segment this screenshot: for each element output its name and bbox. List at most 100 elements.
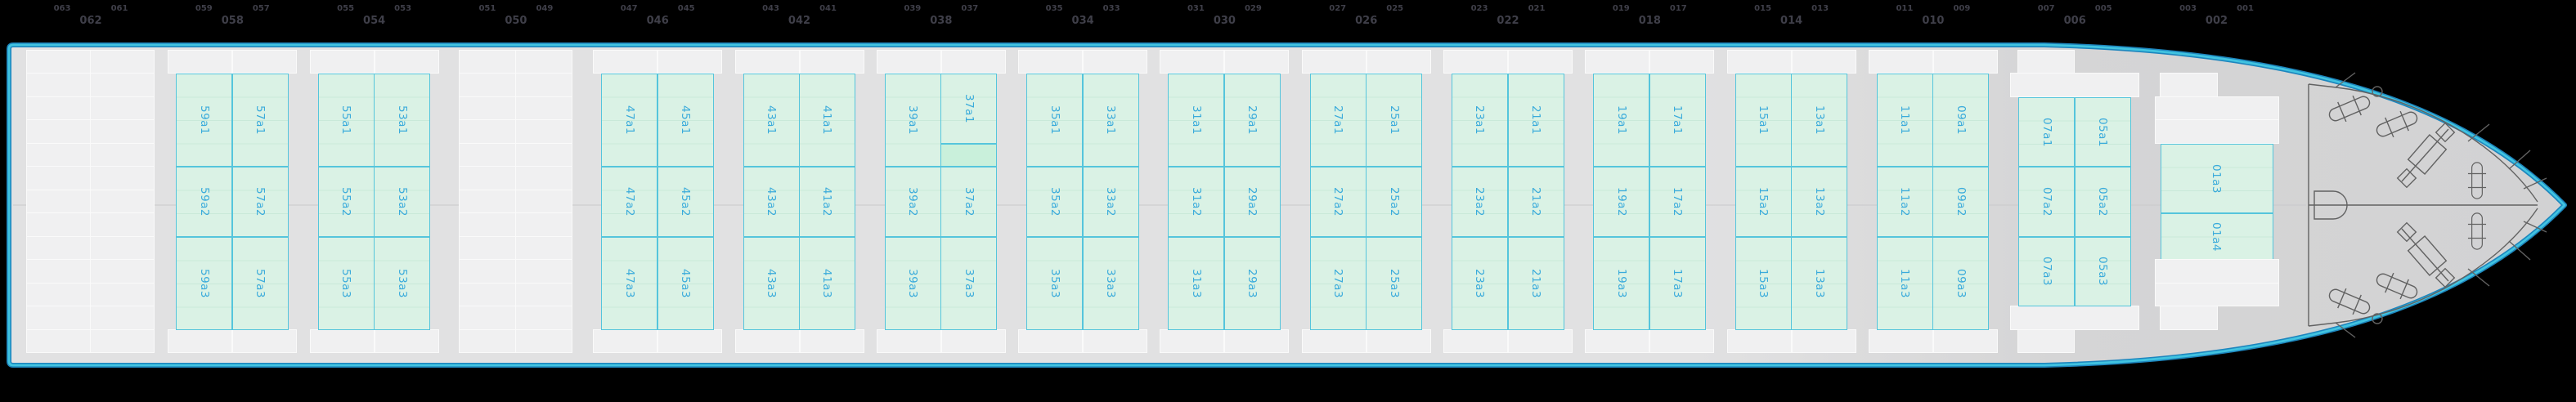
deck-cell[interactable]	[1585, 49, 1650, 74]
slot-45a3[interactable]: 45a3	[657, 236, 714, 330]
slot-19a3[interactable]: 19a3	[1593, 236, 1650, 330]
slot-57a1[interactable]: 57a1	[231, 74, 289, 168]
deck-cell[interactable]	[514, 259, 572, 284]
slot-29a2[interactable]: 29a2	[1223, 167, 1281, 237]
deck-cell[interactable]	[458, 119, 516, 144]
slot-13a2[interactable]: 13a2	[1791, 167, 1848, 237]
slot-23a3[interactable]: 23a3	[1452, 236, 1508, 330]
deck-cell[interactable]	[1868, 49, 1933, 74]
slot-21a3[interactable]: 21a3	[1507, 236, 1564, 330]
slot-59a1[interactable]: 59a1	[176, 74, 233, 168]
deck-cell[interactable]	[1366, 49, 1431, 74]
deck-cell[interactable]	[90, 282, 155, 307]
deck-cell[interactable]	[26, 73, 91, 97]
slot-highlight-cell[interactable]	[940, 143, 998, 168]
deck-cell[interactable]	[458, 328, 516, 354]
deck-cell[interactable]	[514, 212, 572, 237]
slot-13a3[interactable]: 13a3	[1791, 236, 1848, 330]
deck-cell[interactable]	[1791, 328, 1856, 354]
deck-cell[interactable]	[1301, 49, 1367, 74]
deck-cell[interactable]	[1083, 328, 1148, 354]
deck-cell[interactable]	[940, 328, 1006, 354]
deck-cell[interactable]	[1585, 328, 1650, 354]
deck-cell[interactable]	[90, 189, 155, 214]
slot-11a3[interactable]: 11a3	[1876, 236, 1933, 330]
deck-cell[interactable]	[2154, 119, 2279, 144]
slot-11a2[interactable]: 11a2	[1876, 167, 1933, 237]
deck-cell[interactable]	[514, 306, 572, 330]
slot-31a3[interactable]: 31a3	[1168, 236, 1225, 330]
slot-01a4[interactable]: 01a4	[2160, 213, 2273, 261]
deck-cell[interactable]	[514, 189, 572, 214]
deck-cell[interactable]	[1366, 328, 1431, 354]
slot-57a2[interactable]: 57a2	[231, 167, 289, 237]
deck-cell[interactable]	[1932, 49, 1998, 74]
slot-17a3[interactable]: 17a3	[1649, 236, 1706, 330]
deck-cell[interactable]	[2159, 306, 2218, 330]
slot-17a1[interactable]: 17a1	[1649, 74, 1706, 168]
deck-cell[interactable]	[1443, 328, 1508, 354]
deck-cell[interactable]	[514, 49, 572, 74]
slot-15a2[interactable]: 15a2	[1735, 167, 1792, 237]
deck-cell[interactable]	[374, 328, 439, 354]
slot-47a2[interactable]: 47a2	[601, 167, 658, 237]
deck-cell[interactable]	[799, 49, 864, 74]
slot-45a2[interactable]: 45a2	[657, 167, 714, 237]
deck-cell[interactable]	[1508, 49, 1573, 74]
deck-cell[interactable]	[1160, 328, 1225, 354]
deck-cell[interactable]	[26, 119, 91, 144]
slot-41a2[interactable]: 41a2	[799, 167, 855, 237]
deck-cell[interactable]	[1018, 328, 1084, 354]
deck-cell[interactable]	[26, 328, 91, 354]
deck-cell[interactable]	[514, 73, 572, 97]
deck-cell[interactable]	[1868, 328, 1933, 354]
slot-41a3[interactable]: 41a3	[799, 236, 855, 330]
deck-cell[interactable]	[309, 328, 375, 354]
slot-09a1[interactable]: 09a1	[1932, 74, 1990, 168]
slot-25a2[interactable]: 25a2	[1366, 167, 1423, 237]
slot-39a2[interactable]: 39a2	[884, 167, 941, 237]
slot-17a2[interactable]: 17a2	[1649, 167, 1706, 237]
slot-59a2[interactable]: 59a2	[176, 167, 233, 237]
deck-cell[interactable]	[26, 282, 91, 307]
slot-05a3[interactable]: 05a3	[2074, 236, 2131, 307]
deck-cell[interactable]	[458, 306, 516, 330]
deck-cell[interactable]	[458, 235, 516, 261]
deck-cell[interactable]	[2017, 49, 2076, 74]
slot-27a3[interactable]: 27a3	[1309, 236, 1367, 330]
deck-cell[interactable]	[1301, 328, 1367, 354]
deck-cell[interactable]	[2010, 306, 2140, 330]
deck-cell[interactable]	[90, 119, 155, 144]
deck-cell[interactable]	[514, 166, 572, 190]
slot-57a3[interactable]: 57a3	[231, 236, 289, 330]
deck-cell[interactable]	[1018, 49, 1084, 74]
deck-cell[interactable]	[734, 49, 800, 74]
slot-39a3[interactable]: 39a3	[884, 236, 941, 330]
deck-cell[interactable]	[26, 189, 91, 214]
deck-cell[interactable]	[514, 282, 572, 307]
slot-55a1[interactable]: 55a1	[317, 74, 375, 168]
deck-cell[interactable]	[514, 328, 572, 354]
deck-cell[interactable]	[90, 212, 155, 237]
slot-35a2[interactable]: 35a2	[1026, 167, 1084, 237]
deck-cell[interactable]	[593, 328, 658, 354]
deck-cell[interactable]	[26, 142, 91, 168]
slot-15a3[interactable]: 15a3	[1735, 236, 1792, 330]
deck-cell[interactable]	[26, 306, 91, 330]
deck-cell[interactable]	[90, 235, 155, 261]
deck-cell[interactable]	[90, 259, 155, 284]
deck-cell[interactable]	[657, 49, 723, 74]
deck-cell[interactable]	[1726, 49, 1792, 74]
deck-cell[interactable]	[799, 328, 864, 354]
deck-cell[interactable]	[309, 49, 375, 74]
deck-cell[interactable]	[458, 282, 516, 307]
slot-29a3[interactable]: 29a3	[1223, 236, 1281, 330]
slot-07a3[interactable]: 07a3	[2018, 236, 2076, 307]
deck-cell[interactable]	[232, 328, 298, 354]
deck-cell[interactable]	[1649, 328, 1715, 354]
slot-29a1[interactable]: 29a1	[1223, 74, 1281, 168]
deck-cell[interactable]	[657, 328, 723, 354]
slot-59a3[interactable]: 59a3	[176, 236, 233, 330]
deck-cell[interactable]	[90, 96, 155, 121]
slot-31a1[interactable]: 31a1	[1168, 74, 1225, 168]
